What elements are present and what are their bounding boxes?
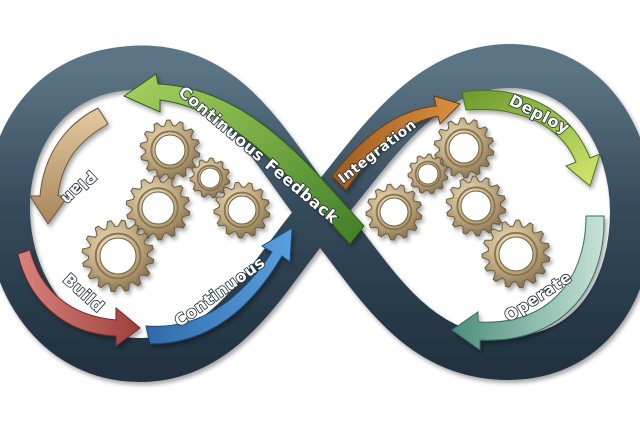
gear-icon [407,153,449,195]
stage-arrow-build [17,249,141,347]
infinity-band [0,44,640,382]
gear-icon [81,219,155,293]
gear-cluster-right [365,117,551,289]
stage-arrow-integration [331,95,461,191]
gear-cluster-left [81,119,271,293]
stage-arrow-plan [29,107,109,225]
gear-icon [189,157,231,199]
gear-icon [433,117,495,179]
stage-arrow-deploy [461,90,601,187]
gear-icon [139,119,201,181]
gear-icon [445,175,507,237]
stage-arrow-feedback [122,73,365,245]
stage-arrow-operate [451,215,605,351]
gear-icon [125,175,191,241]
gear-icon [481,219,551,289]
gear-icon [365,183,423,241]
stage-arrow-continuous [145,227,293,345]
gear-icon [213,181,271,239]
